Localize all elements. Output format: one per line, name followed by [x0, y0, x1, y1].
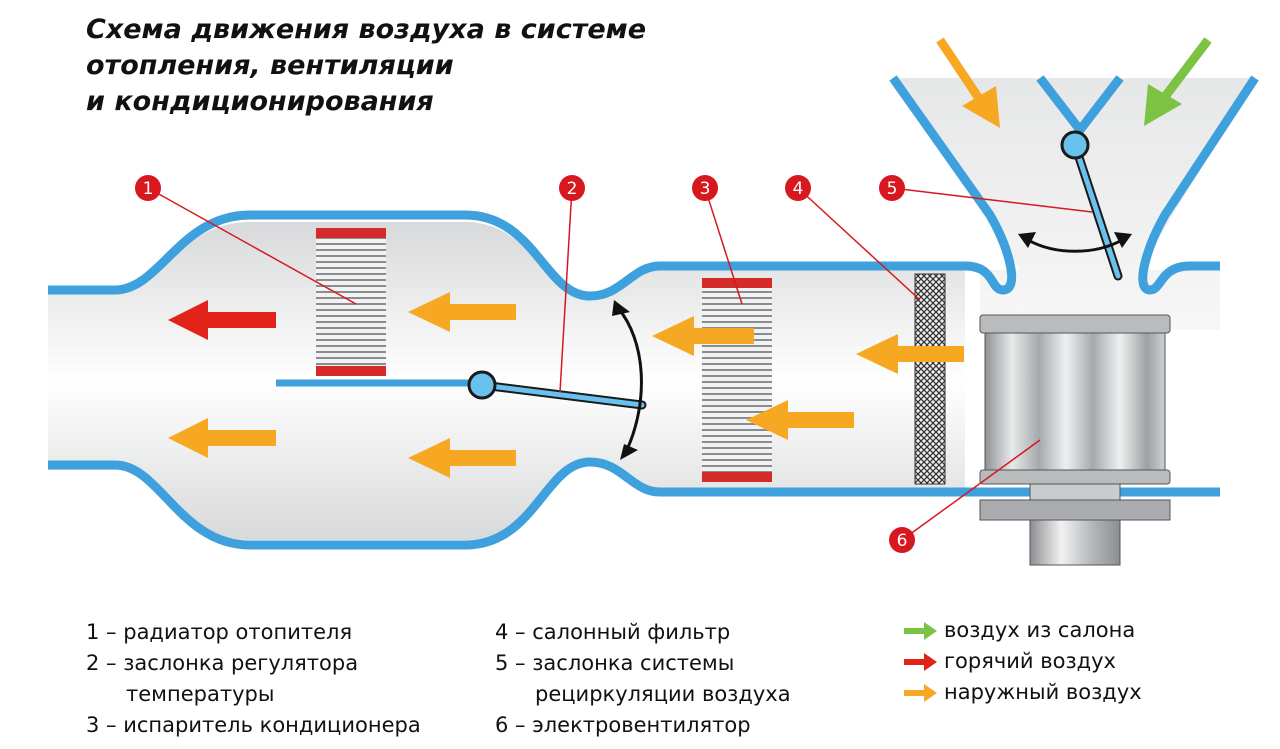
outside-air-inlet-arrow [936, 37, 1000, 128]
legend-item-2: 2 – заслонка регулятора [86, 648, 421, 679]
marker-5-label: 5 [887, 179, 898, 199]
legend-item-2-cont: температуры [126, 682, 275, 706]
recirculation-damper [1060, 130, 1123, 281]
legend-components-mid: 4 – салонный фильтр 5 – заслонка системы… [495, 617, 791, 741]
legend-item-1: 1 – радиатор отопителя [86, 617, 421, 648]
duct-wall-top [48, 75, 1017, 301]
title-line-3: и кондиционирования [86, 86, 434, 117]
arrow-key-label: горячий воздух [944, 649, 1116, 673]
marker-3: 3 [692, 175, 718, 201]
legend-item-4: 4 – салонный фильтр [495, 617, 791, 648]
leader-line-6 [901, 439, 1041, 541]
marker-4-label: 4 [793, 179, 804, 199]
funnel-wall-right [1138, 75, 1259, 295]
arrow-key-outside: наружный воздух [904, 677, 1142, 708]
outside-air-arrow [168, 418, 276, 458]
legend-num: 3 [86, 713, 100, 737]
title-line-2: отопления, вентиляции [86, 50, 454, 81]
outside-air-arrow [652, 316, 754, 356]
legend-text: электровентилятор [532, 713, 751, 737]
legend-num: 5 [495, 651, 509, 675]
outside-air-arrow [746, 400, 854, 440]
electric-fan [979, 314, 1171, 566]
arrow-key-label: наружный воздух [944, 680, 1142, 704]
leader-line-2 [559, 187, 573, 393]
legend-text: испаритель кондиционера [123, 713, 421, 737]
diagram-title: Схема движения воздуха в системе отоплен… [86, 12, 786, 120]
title-line-1: Схема движения воздуха в системе [86, 14, 647, 45]
legend-text: радиатор отопителя [123, 620, 353, 644]
marker-6-label: 6 [897, 531, 908, 551]
legend-text: заслонка регулятора [123, 651, 359, 675]
legend-item-6: 6 – электровентилятор [495, 710, 791, 741]
outside-air-arrow [408, 292, 516, 332]
air-flow-diagram: 1 2 3 4 5 6 [48, 37, 1259, 566]
arrow-key-hot: горячий воздух [904, 646, 1142, 677]
funnel-interior [893, 78, 1255, 330]
marker-2: 2 [559, 175, 585, 201]
legend-item-3: 3 – испаритель кондиционера [86, 710, 421, 741]
legend-num: 2 [86, 651, 100, 675]
legend-item-5: 5 – заслонка системы [495, 648, 791, 679]
leader-line-4 [797, 187, 921, 301]
green-arrow-icon [904, 621, 937, 640]
legend-num: 1 [86, 620, 100, 644]
ac-evaporator [702, 278, 772, 482]
cabin-air-inlet-arrow [1144, 37, 1212, 126]
leader-line-5 [891, 187, 1093, 213]
marker-4: 4 [785, 175, 811, 201]
damper-2-swing-arrow [616, 307, 643, 453]
damper-5-swing-arrow [1027, 238, 1123, 253]
cabin-filter [914, 273, 946, 485]
marker-5: 5 [879, 175, 905, 201]
leader-line-3 [704, 187, 743, 305]
orange-arrow-icon [904, 683, 937, 702]
outside-air-arrow [408, 438, 516, 478]
legend-item-5-cont: рециркуляции воздуха [535, 682, 791, 706]
legend-text: салонный фильтр [532, 620, 731, 644]
funnel-divider [1036, 75, 1124, 135]
arrow-key-label: воздух из салона [944, 618, 1136, 642]
temperature-damper [467, 370, 647, 410]
legend-components-left: 1 – радиатор отопителя 2 – заслонка регу… [86, 617, 421, 741]
red-arrow-icon [904, 652, 937, 671]
outside-air-arrow [856, 334, 964, 374]
arrow-legend: воздух из салона горячий воздух наружный… [904, 615, 1142, 708]
marker-1-label: 1 [143, 179, 154, 199]
marker-6: 6 [889, 527, 915, 553]
marker-1: 1 [135, 175, 161, 201]
marker-2-label: 2 [567, 179, 578, 199]
legend-text: заслонка системы [532, 651, 735, 675]
arrow-key-cabin: воздух из салона [904, 615, 1142, 646]
duct-wall-bottom [48, 457, 1220, 550]
leader-line-1 [147, 187, 357, 305]
marker-3-label: 3 [700, 179, 711, 199]
hot-air-arrow [168, 300, 276, 340]
legend-num: 6 [495, 713, 509, 737]
legend-num: 4 [495, 620, 509, 644]
